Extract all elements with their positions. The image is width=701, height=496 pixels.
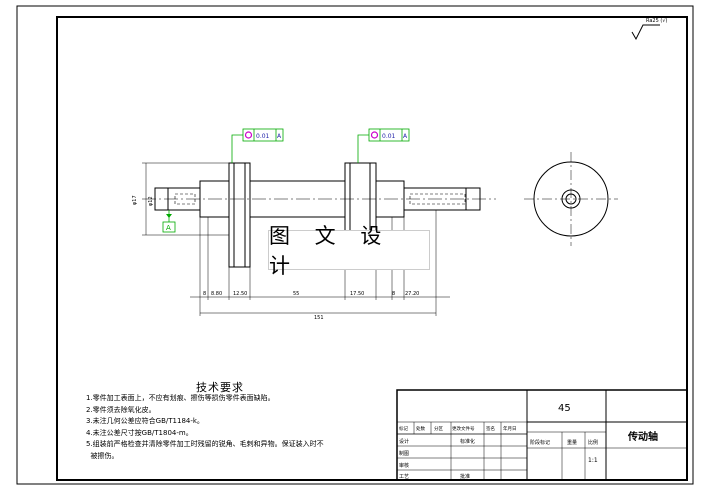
- scale-value: 1:1: [588, 457, 598, 464]
- tolerance-datum-left: A: [277, 133, 282, 140]
- hdr-zone: 分区: [434, 425, 443, 432]
- tolerance-frame-left: [231, 128, 284, 163]
- hdr-count: 处数: [416, 425, 425, 432]
- datum-label: A: [166, 224, 171, 232]
- inner-frame: [56, 16, 688, 481]
- note-item: 2.零件须去除氧化皮。: [86, 405, 156, 414]
- outer-frame: [16, 5, 694, 485]
- part-name: 传动轴: [627, 430, 658, 443]
- dim-8-right: 8: [392, 291, 395, 297]
- notes-title: 技术要求: [196, 381, 244, 394]
- title-block: [396, 389, 688, 481]
- note-item: 5.组装前严格检查并清除零件加工时残留的锐角、毛刺和异物。保证装入时不: [86, 440, 324, 448]
- row-design: 设计: [399, 438, 409, 445]
- tolerance-value-right: 0.01: [382, 133, 396, 140]
- side-view: [524, 152, 618, 246]
- note-item: 1.零件加工表面上，不应有划痕、擦伤等损伤零件表面缺陷。: [86, 394, 275, 402]
- tolerance-datum-right: A: [403, 133, 408, 140]
- std-label: 标准化: [460, 438, 475, 445]
- material: 45: [558, 403, 571, 414]
- runout-icon: [244, 131, 253, 139]
- runout-icon: [370, 131, 379, 139]
- roughness-mark: Ra25 (√): [646, 18, 668, 24]
- hdr-date: 年月日: [503, 425, 517, 432]
- datum-marker: [162, 210, 176, 233]
- dim-8-80: 8.80: [211, 291, 222, 297]
- dim-27-20: 27.20: [405, 291, 419, 297]
- approve-label: 批准: [460, 473, 470, 480]
- weight-label: 重量: [567, 439, 577, 446]
- dim-17-50: 17.50: [350, 291, 364, 297]
- roughness-symbol-icon: [631, 24, 660, 41]
- hdr-sign: 签名: [486, 425, 495, 432]
- watermark: 图 文 设 计: [268, 224, 430, 278]
- hdr-change: 更改文件号: [452, 425, 475, 432]
- dim-8-left: 8: [203, 291, 206, 297]
- row-draw: 制图: [399, 450, 409, 457]
- note-item: 3.未注几何公差应符合GB/T1184-k。: [86, 417, 204, 425]
- row-process: 工艺: [399, 474, 409, 480]
- hdr-mark: 标记: [399, 425, 408, 432]
- dim-12-50: 12.50: [233, 291, 247, 297]
- technical-notes: 1.零件加工表面上，不应有划痕、擦伤等损伤零件表面缺陷。 2.零件须去除氧化皮。…: [86, 393, 386, 462]
- dim-dia-small: φ12: [148, 196, 154, 206]
- scale-label: 比例: [588, 439, 598, 446]
- tolerance-value-left: 0.01: [256, 133, 270, 140]
- note-item: 4.未注公差尺寸按GB/T1804-m。: [86, 428, 193, 437]
- row-review: 审核: [399, 462, 409, 469]
- stage-label: 阶段标记: [530, 439, 550, 446]
- note-item: 被擦伤。: [86, 451, 119, 460]
- tolerance-frame-right: [357, 128, 410, 163]
- dim-151: 151: [314, 315, 324, 321]
- dim-dia-left: φ17: [132, 195, 138, 205]
- dim-55: 55: [293, 291, 299, 297]
- diameter-dims: [142, 162, 229, 236]
- keyway-hidden-lines: [174, 193, 466, 205]
- shaft-body: [154, 162, 481, 268]
